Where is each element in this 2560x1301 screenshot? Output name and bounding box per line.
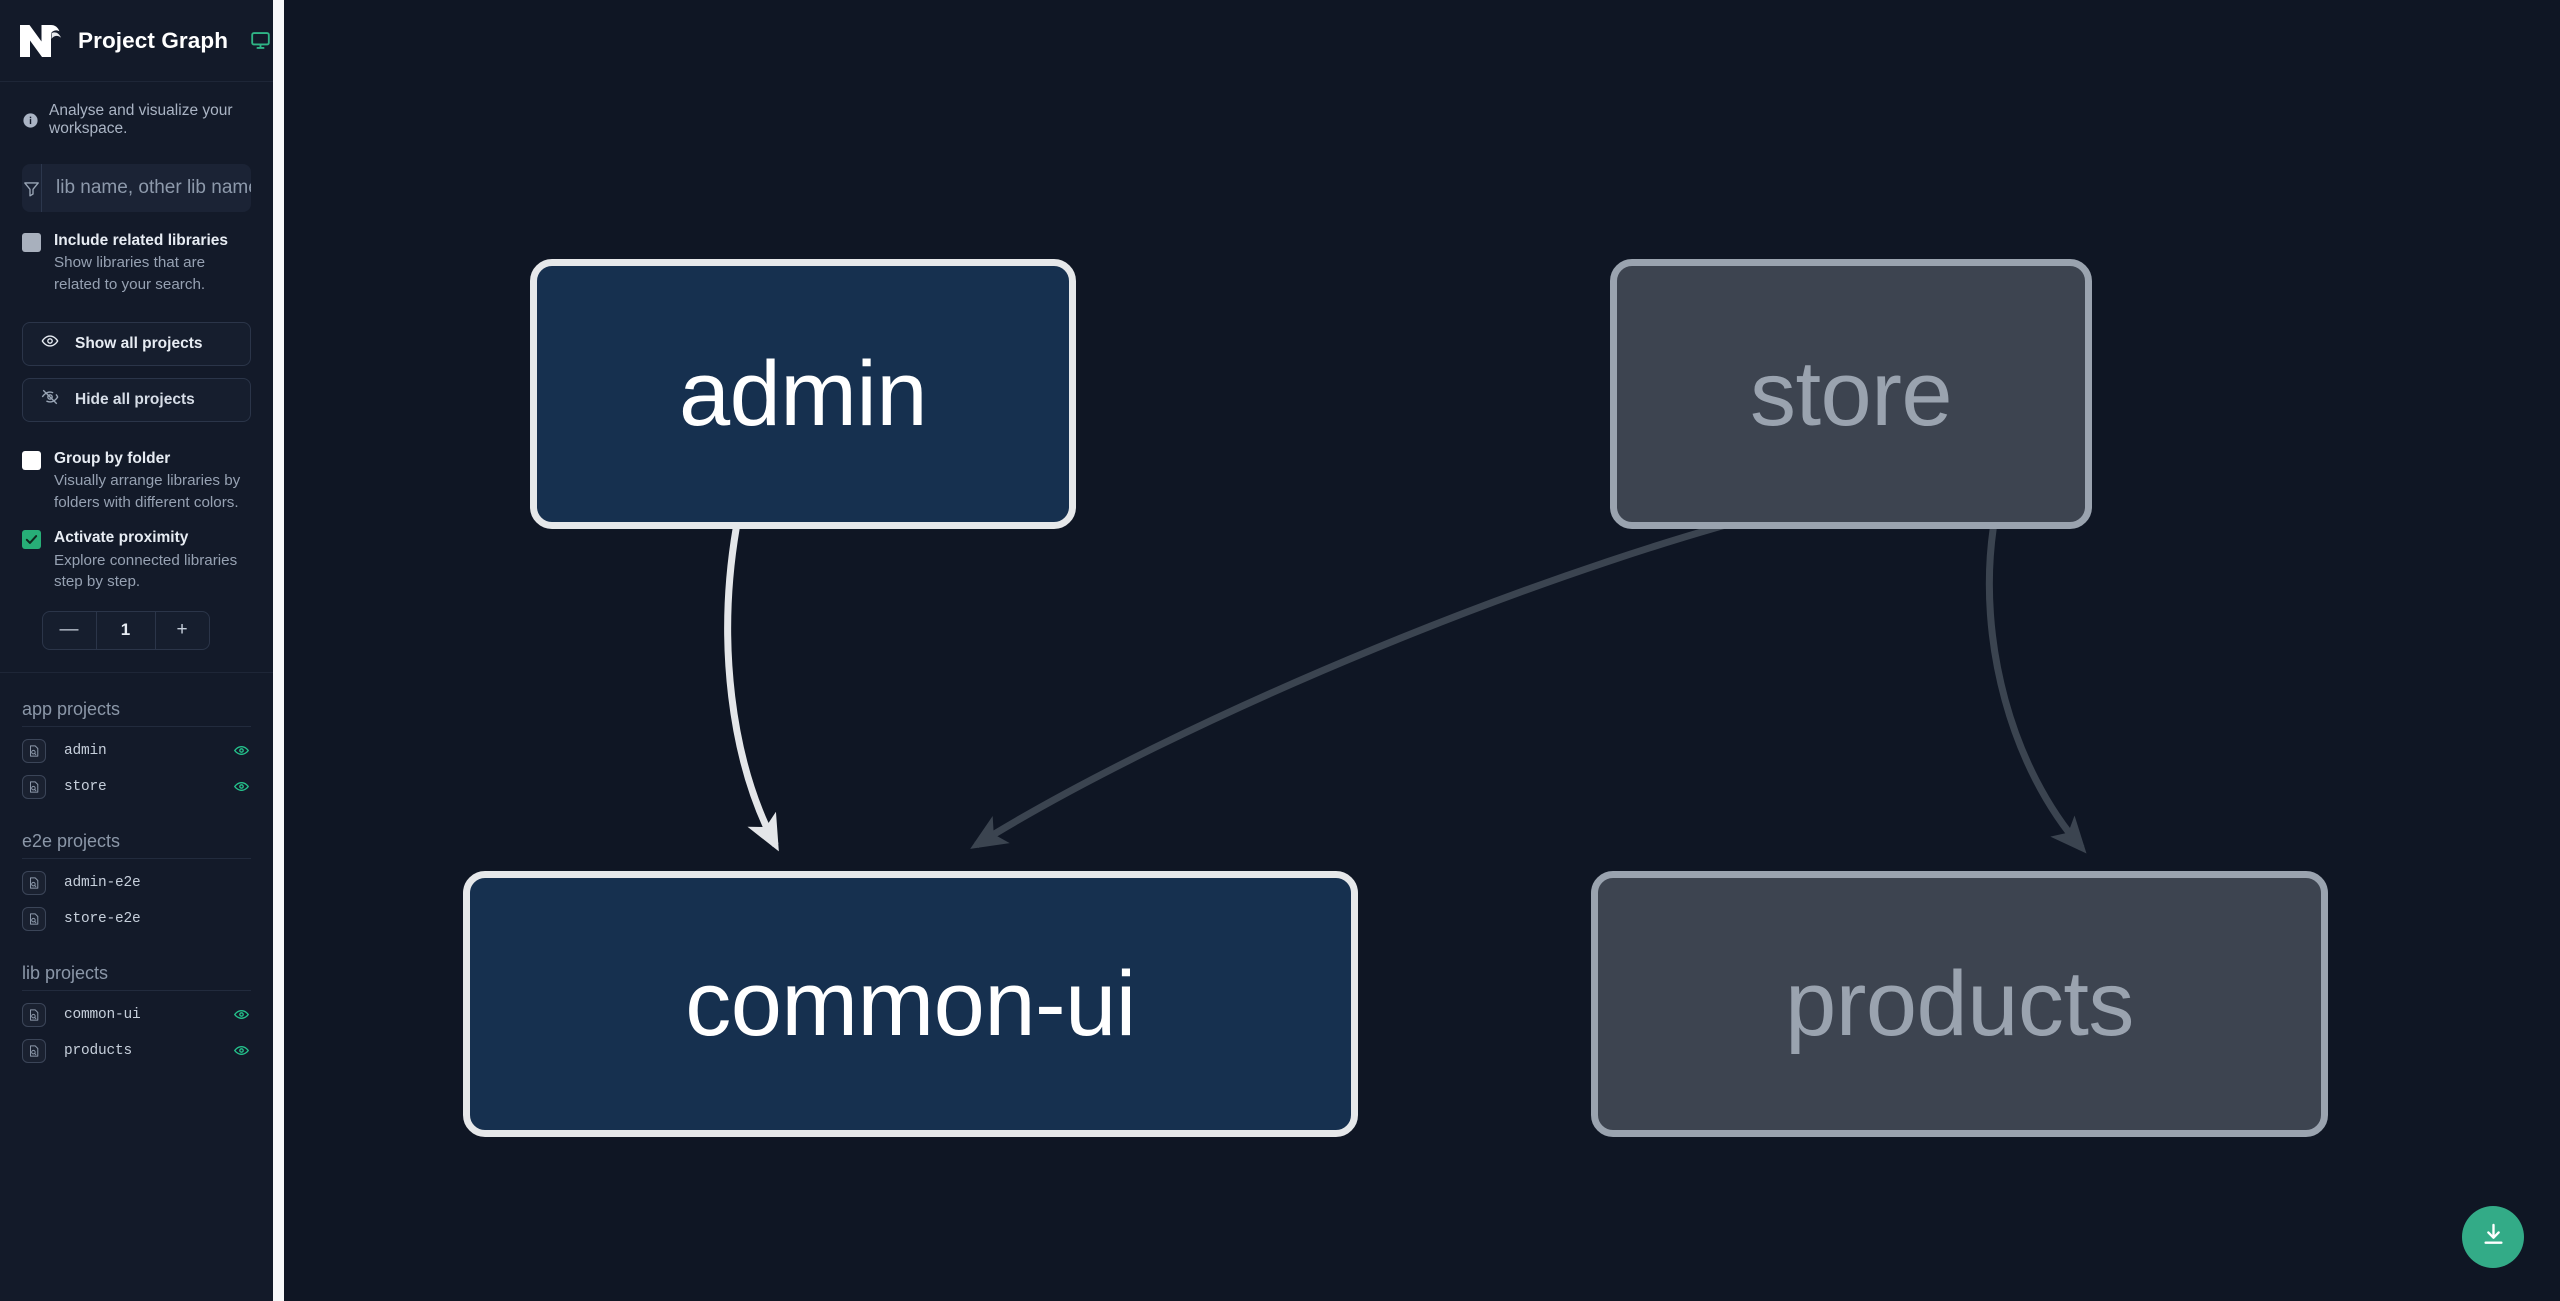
- graph-node-store[interactable]: store: [1610, 259, 2092, 529]
- graph-node-label: common-ui: [685, 953, 1136, 1055]
- proximity-increment-button[interactable]: +: [176, 619, 188, 641]
- option-description: Show libraries that are related to your …: [54, 254, 206, 294]
- sidebar-header: Project Graph: [0, 0, 273, 82]
- proximity-decrement-button[interactable]: —: [59, 619, 79, 641]
- option-description: Explore connected libraries step by step…: [54, 551, 238, 591]
- filter-icon: [22, 164, 42, 212]
- project-group-title: app projects: [22, 673, 251, 727]
- project-name: store-e2e: [64, 910, 141, 927]
- edge-store-to-products: [1985, 527, 2087, 854]
- search-input[interactable]: [42, 164, 251, 212]
- eye-off-icon: [41, 388, 59, 411]
- edge-admin-to-common-ui: [724, 527, 779, 852]
- project-group-e2e: e2e projects admin-e2e: [0, 805, 273, 937]
- option-title: Include related libraries: [54, 232, 229, 249]
- project-row-store-e2e[interactable]: store-e2e: [22, 901, 251, 937]
- graph-node-label: products: [1785, 953, 2134, 1055]
- nx-logo-icon: [18, 21, 64, 61]
- show-all-projects-label: Show all projects: [75, 334, 203, 352]
- group-by-folder-checkbox[interactable]: [22, 450, 41, 470]
- sidebar-scroll-area: Analyse and visualize your workspace. In…: [0, 82, 273, 1301]
- monitor-icon[interactable]: [250, 30, 271, 51]
- project-row-common-ui[interactable]: common-ui: [22, 997, 251, 1033]
- project-icon: [22, 1038, 46, 1063]
- tagline-text: Analyse and visualize your workspace.: [49, 102, 233, 137]
- graph-node-products[interactable]: products: [1591, 871, 2328, 1137]
- sidebar-resize-handle[interactable]: [273, 0, 284, 1301]
- graph-node-label: store: [1749, 343, 1953, 445]
- proximity-stepper: — 1 +: [0, 610, 251, 650]
- project-icon: [22, 1002, 46, 1027]
- graph-canvas[interactable]: admin store common-ui products: [273, 0, 2560, 1301]
- eye-visible-icon[interactable]: [231, 1042, 251, 1059]
- project-row-admin[interactable]: admin: [22, 733, 251, 769]
- option-include-related-libraries[interactable]: Include related libraries Show libraries…: [0, 230, 273, 296]
- option-description: Visually arrange libraries by folders wi…: [54, 472, 241, 511]
- sidebar-divider: [0, 671, 273, 673]
- graph-edges: [724, 496, 2087, 854]
- activate-proximity-checkbox[interactable]: [22, 530, 41, 550]
- graph-node-admin[interactable]: admin: [530, 259, 1076, 529]
- option-title: Activate proximity: [54, 529, 189, 547]
- option-title: Group by folder: [54, 449, 171, 467]
- sidebar: Project Graph Analyse and visualize your: [0, 0, 273, 1301]
- proximity-value: 1: [95, 611, 156, 649]
- eye-visible-icon[interactable]: [231, 1006, 251, 1023]
- project-group-title: lib projects: [22, 937, 251, 991]
- project-name: admin: [64, 742, 107, 759]
- project-group-title: e2e projects: [22, 805, 251, 859]
- option-group-by-folder[interactable]: Group by folder Visually arrange librari…: [0, 448, 273, 514]
- edge-store-to-common-ui: [970, 496, 1824, 849]
- project-group-app: app projects admin: [0, 673, 273, 805]
- hide-all-projects-label: Hide all projects: [75, 390, 195, 408]
- project-name: products: [64, 1042, 133, 1059]
- visibility-buttons: Show all projects Hide all projects: [0, 321, 273, 422]
- download-graph-button[interactable]: [2462, 1206, 2524, 1268]
- graph-node-label: admin: [678, 343, 928, 445]
- project-row-products[interactable]: products: [22, 1033, 251, 1069]
- project-icon: [22, 870, 46, 895]
- graph-node-common-ui[interactable]: common-ui: [463, 871, 1358, 1137]
- project-row-store[interactable]: store: [22, 769, 251, 805]
- eye-visible-icon[interactable]: [231, 742, 251, 759]
- show-all-projects-button[interactable]: Show all projects: [22, 321, 251, 366]
- include-related-libraries-checkbox[interactable]: [22, 233, 41, 252]
- app-title: Project Graph: [78, 27, 229, 53]
- project-icon: [22, 774, 46, 799]
- project-name: store: [64, 778, 107, 795]
- info-icon: [22, 112, 39, 129]
- eye-visible-icon[interactable]: [231, 778, 251, 795]
- project-icon: [22, 906, 46, 931]
- project-name: common-ui: [64, 1006, 141, 1023]
- tagline: Analyse and visualize your workspace.: [0, 82, 273, 138]
- download-icon: [2480, 1221, 2507, 1253]
- hide-all-projects-button[interactable]: Hide all projects: [22, 377, 251, 422]
- eye-icon: [41, 332, 59, 355]
- project-group-lib: lib projects common-ui: [0, 937, 273, 1069]
- search-field[interactable]: [22, 164, 251, 212]
- project-icon: [22, 738, 46, 763]
- option-activate-proximity[interactable]: Activate proximity Explore connected lib…: [0, 527, 273, 593]
- project-name: admin-e2e: [64, 874, 141, 891]
- project-row-admin-e2e[interactable]: admin-e2e: [22, 865, 251, 901]
